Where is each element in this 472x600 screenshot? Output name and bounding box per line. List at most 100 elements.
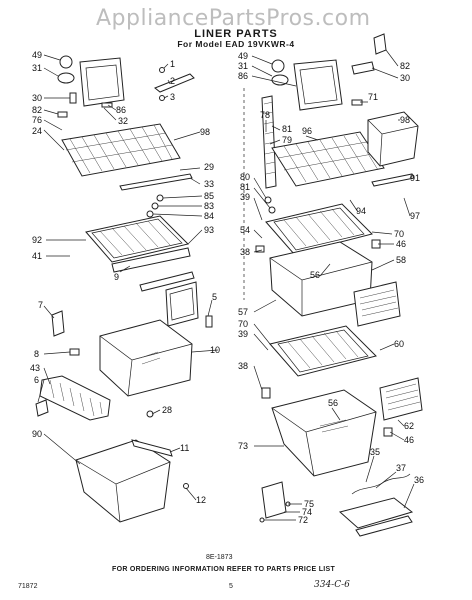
callout: 85 bbox=[204, 191, 214, 201]
callout: 91 bbox=[410, 173, 420, 183]
light-bulb-part bbox=[57, 55, 75, 84]
callout: 56 bbox=[310, 270, 320, 280]
callout: 49 bbox=[32, 50, 42, 60]
pan-hardware-part bbox=[146, 410, 154, 418]
callout: 31 bbox=[32, 63, 42, 73]
callout: 82 bbox=[32, 105, 42, 115]
callout: 56 bbox=[328, 398, 338, 408]
callout: 84 bbox=[204, 211, 214, 221]
callout: 81 bbox=[282, 124, 292, 134]
ordering-information-note: FOR ORDERING INFORMATION REFER TO PARTS … bbox=[112, 566, 336, 573]
crisper-pan-lower-part bbox=[261, 387, 377, 477]
diagram-title: LINER PARTS bbox=[194, 28, 278, 40]
freezer-light-part bbox=[271, 59, 343, 111]
freezer-wire-shelf-part bbox=[271, 131, 385, 187]
callout: 35 bbox=[370, 447, 380, 457]
callout-labels: 49 31 1 2 3 30 82 76 24 86 32 98 29 33 8… bbox=[30, 50, 424, 525]
callout: 86 bbox=[238, 71, 248, 81]
callout: 46 bbox=[404, 435, 414, 445]
document-code: 71872 bbox=[18, 583, 38, 590]
callout: 39 bbox=[238, 329, 248, 339]
meat-pan-part bbox=[99, 319, 193, 397]
upper-wire-shelf-part bbox=[61, 123, 193, 191]
callout: 98 bbox=[200, 127, 210, 137]
crisper-cover-lower-part bbox=[379, 377, 423, 437]
callout: 78 bbox=[260, 110, 270, 120]
model-subtitle: For Model EAD 19VKWR-4 bbox=[177, 39, 295, 49]
callout: 60 bbox=[394, 339, 404, 349]
watermark: AppliancePartsPros.com bbox=[96, 6, 371, 31]
shelf-support-clips-part bbox=[51, 310, 213, 356]
callout: 94 bbox=[356, 206, 366, 216]
callout: 10 bbox=[210, 345, 220, 355]
handwritten-note: 334-C-6 bbox=[314, 580, 350, 590]
crisper-cover-panel-part bbox=[165, 281, 199, 327]
storage-bin-part bbox=[75, 439, 189, 523]
door-stop-bracket-part bbox=[259, 481, 291, 523]
leader-lines bbox=[37, 49, 415, 521]
callout: 70 bbox=[394, 229, 404, 239]
divider-clip-part bbox=[264, 196, 276, 214]
callout: 24 bbox=[32, 126, 42, 136]
callout: 36 bbox=[414, 475, 424, 485]
shelf-bracket-part bbox=[154, 67, 195, 101]
crisper-cover-upper-part bbox=[353, 281, 401, 327]
center-ladder-rail-part bbox=[261, 95, 277, 189]
callout: 79 bbox=[282, 135, 292, 145]
callout: 73 bbox=[238, 441, 248, 451]
callout: 76 bbox=[32, 115, 42, 125]
callout: 75 bbox=[304, 499, 314, 509]
callout: 3 bbox=[170, 92, 175, 102]
callout: 38 bbox=[238, 361, 248, 371]
callout: 83 bbox=[204, 201, 214, 211]
callout: 98 bbox=[400, 115, 410, 125]
freezer-basket-part bbox=[367, 111, 419, 187]
callout: 41 bbox=[32, 251, 42, 261]
ice-tray-part bbox=[35, 375, 111, 421]
diagram-reference-code: 8E-1873 bbox=[206, 554, 233, 561]
callout: 74 bbox=[302, 507, 312, 517]
callout: 96 bbox=[302, 126, 312, 136]
callout: 12 bbox=[196, 495, 206, 505]
callout: 1 bbox=[170, 59, 175, 69]
callout: 30 bbox=[32, 93, 42, 103]
callout: 54 bbox=[240, 225, 250, 235]
callout: 62 bbox=[404, 421, 414, 431]
wire-and-drip-tray-part bbox=[338, 473, 414, 537]
callout: 7 bbox=[38, 300, 43, 310]
callout: 46 bbox=[396, 239, 406, 249]
callout: 30 bbox=[400, 73, 410, 83]
callout: 2 bbox=[170, 76, 175, 86]
light-shield-part bbox=[79, 57, 125, 107]
glass-shelf-part bbox=[85, 215, 195, 292]
callout: 57 bbox=[238, 307, 248, 317]
callout: 39 bbox=[240, 192, 250, 202]
callout: 43 bbox=[30, 363, 40, 373]
callout: 5 bbox=[212, 292, 217, 302]
crisper-glass-shelf-part bbox=[265, 203, 373, 255]
callout: 71 bbox=[368, 92, 378, 102]
callout: 28 bbox=[162, 405, 172, 415]
callout: 49 bbox=[238, 51, 248, 61]
callout: 37 bbox=[396, 463, 406, 473]
callout: 9 bbox=[114, 272, 119, 282]
callout: 86 bbox=[116, 105, 126, 115]
callout: 90 bbox=[32, 429, 42, 439]
callout: 72 bbox=[298, 515, 308, 525]
callout: 38 bbox=[240, 247, 250, 257]
callout: 92 bbox=[32, 235, 42, 245]
callout: 6 bbox=[34, 375, 39, 385]
page-number: 5 bbox=[229, 583, 233, 590]
callout: 81 bbox=[240, 182, 250, 192]
crisper-glass-shelf-lower-part bbox=[269, 325, 377, 377]
callout: 29 bbox=[204, 162, 214, 172]
callout: 97 bbox=[410, 211, 420, 221]
callout: 11 bbox=[180, 443, 189, 453]
callout: 82 bbox=[400, 61, 410, 71]
callout: 33 bbox=[204, 179, 214, 189]
callout: 70 bbox=[238, 319, 248, 329]
callout: 8 bbox=[34, 349, 39, 359]
callout: 80 bbox=[240, 172, 250, 182]
callout: 32 bbox=[118, 116, 128, 126]
